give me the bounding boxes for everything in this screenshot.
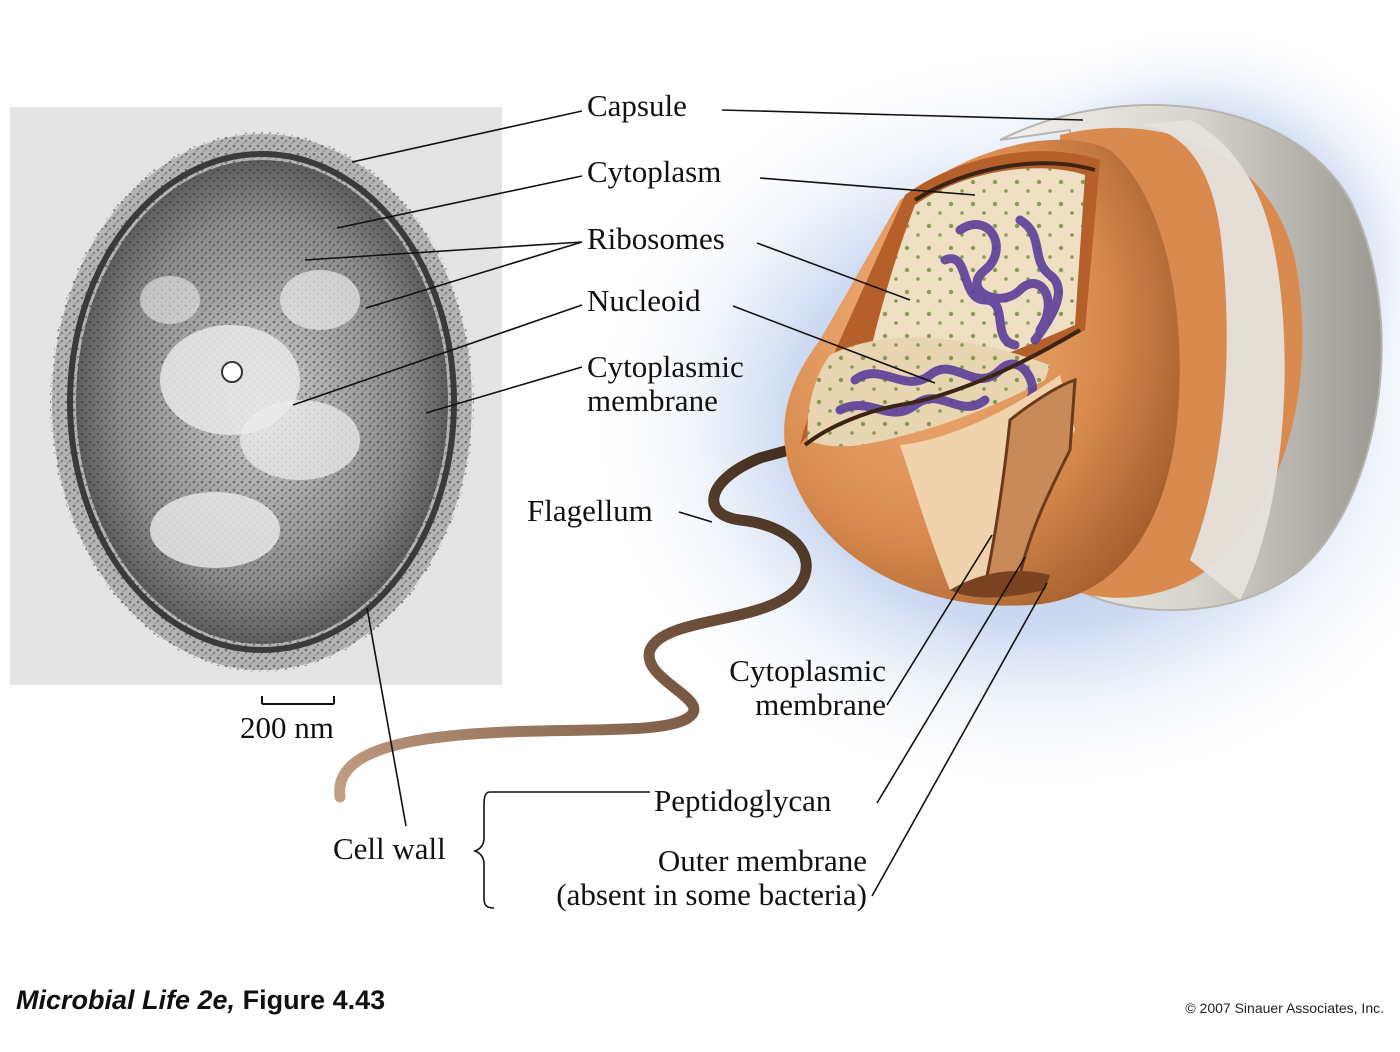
label-peptidoglycan: Peptidoglycan [654,783,832,818]
label-cell-wall: Cell wall [333,831,446,866]
caption-book-title: Microbial Life 2e, [16,985,236,1015]
label-cytoplasmic-membrane-bottom-line1: Cytoplasmic [729,653,886,688]
electron-micrograph [10,107,502,685]
label-cytoplasmic-membrane-bottom-line2: membrane [755,687,886,722]
label-outer-membrane: Outer membrane (absent in some bacteria) [556,844,867,912]
label-cytoplasm: Cytoplasm [587,154,722,189]
caption-figure-number: Figure 4.43 [242,985,386,1015]
scale-bar [261,696,335,705]
label-cytoplasmic-membrane-top-line1: Cytoplasmic [587,349,744,384]
bacterium-illustration [784,103,1383,612]
label-ribosomes: Ribosomes [587,221,725,256]
label-cytoplasmic-membrane-top: Cytoplasmic membrane [587,350,744,418]
label-cytoplasmic-membrane-bottom: Cytoplasmic membrane [729,654,886,722]
label-capsule: Capsule [587,88,687,123]
label-outer-membrane-line1: Outer membrane [657,843,867,878]
figure-caption: Microbial Life 2e, Figure 4.43 [16,985,385,1016]
label-flagellum: Flagellum [527,493,653,528]
label-scale-bar: 200 nm [240,710,334,745]
label-outer-membrane-line2: (absent in some bacteria) [556,877,867,912]
copyright-notice: © 2007 Sinauer Associates, Inc. [1185,1000,1384,1016]
flagellum [334,441,812,803]
label-nucleoid: Nucleoid [587,283,701,318]
leader-lines [292,109,1084,909]
label-cytoplasmic-membrane-top-line2: membrane [587,383,718,418]
